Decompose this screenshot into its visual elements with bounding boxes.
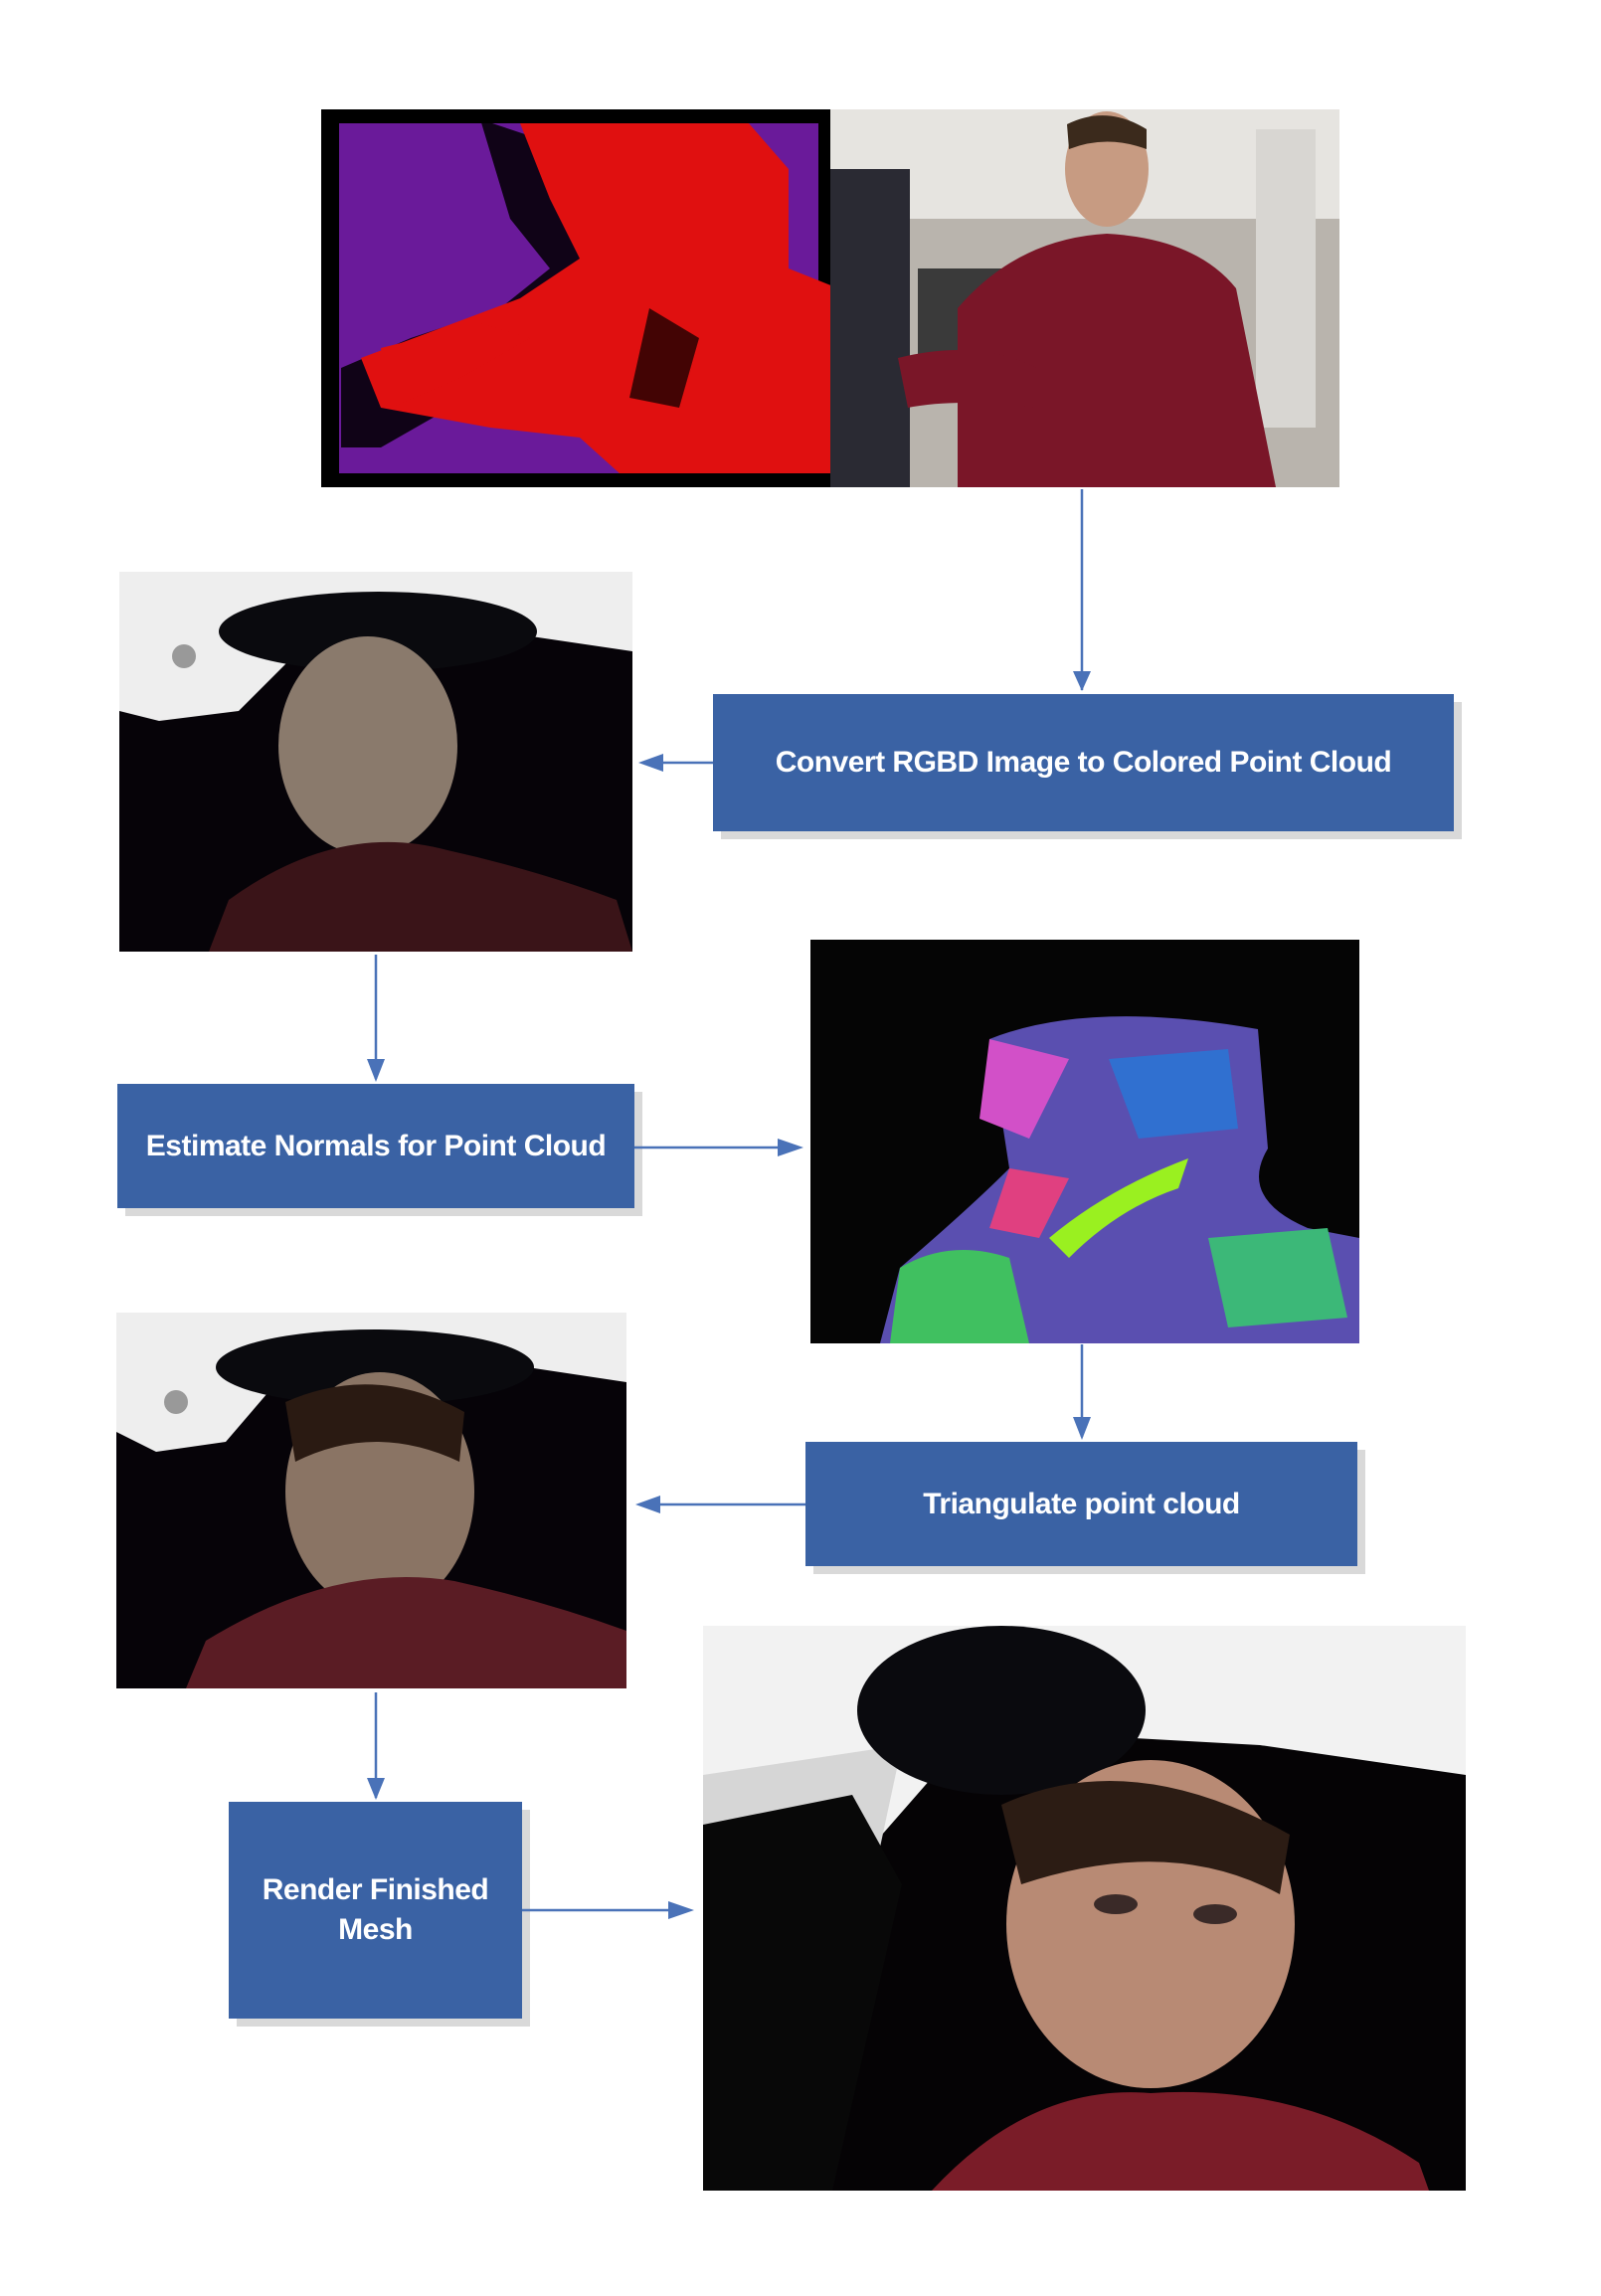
arrowhead-mesh-to-render — [367, 1778, 385, 1800]
colored-point-cloud-image — [119, 572, 632, 952]
render-step-label-line1: Render Finished — [262, 1873, 489, 1906]
arrowhead-input-to-convert — [1073, 671, 1091, 691]
depth-and-rgb-input-image — [321, 109, 1339, 487]
arrowhead-triangulate-to-mesh — [635, 1496, 660, 1513]
rendered-mesh-image — [703, 1626, 1466, 2191]
render-step-label-line2: Mesh — [338, 1913, 413, 1946]
render-step-box: Render Finished Mesh — [229, 1802, 522, 2019]
arrowhead-convert-to-pointcloud — [638, 754, 663, 772]
convert-step-box: Convert RGBD Image to Colored Point Clou… — [713, 694, 1454, 831]
normals-step-box: Estimate Normals for Point Cloud — [117, 1084, 634, 1208]
normals-step-label: Estimate Normals for Point Cloud — [145, 1129, 607, 1162]
triangulate-step-box: Triangulate point cloud — [805, 1442, 1357, 1566]
arrowhead-normals-to-visualization — [778, 1139, 803, 1156]
normals-visualization-image — [810, 940, 1359, 1343]
arrowhead-visualization-to-triangulate — [1073, 1417, 1091, 1440]
convert-step-label: Convert RGBD Image to Colored Point Clou… — [775, 746, 1392, 779]
arrowhead-pointcloud-to-normals — [367, 1059, 385, 1082]
arrowhead-render-to-final — [668, 1901, 694, 1919]
triangulate-step-label: Triangulate point cloud — [923, 1487, 1240, 1520]
triangulated-mesh-image — [116, 1313, 626, 1688]
